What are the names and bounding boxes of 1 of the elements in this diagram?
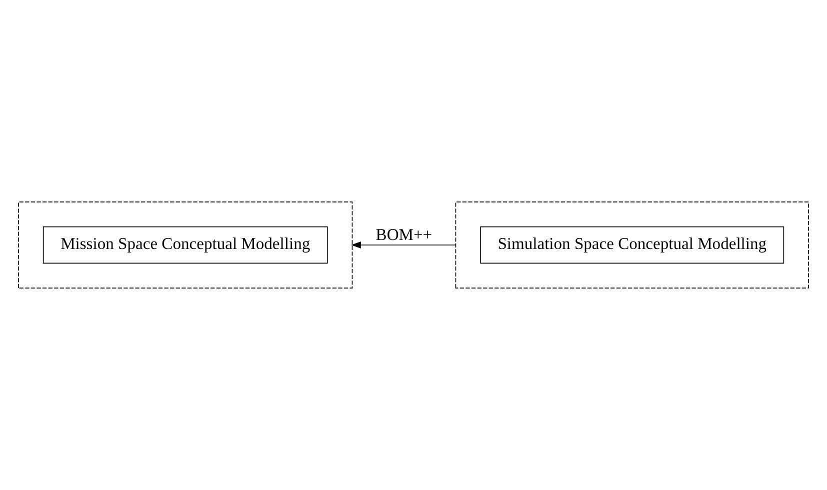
edge-label: BOM++ — [376, 225, 432, 244]
